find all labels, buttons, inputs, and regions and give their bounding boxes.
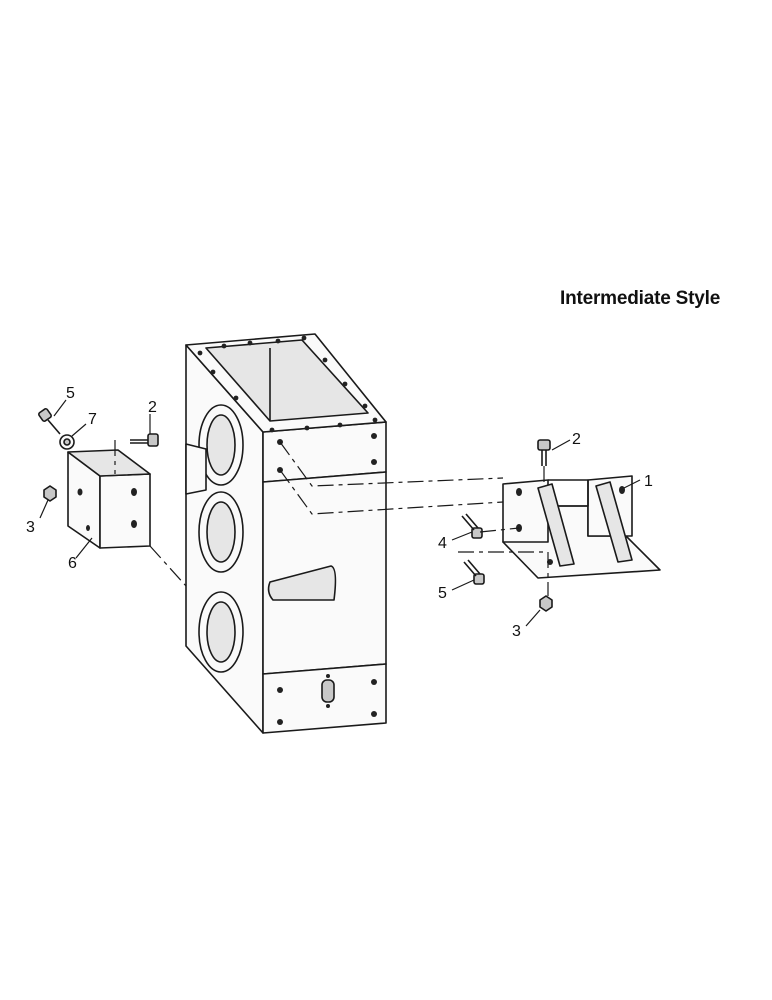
callout-right-bracket-1: 1 [644,473,653,490]
right-bolt-5 [463,559,485,585]
callout-right-bolt-2: 2 [572,431,581,448]
left-bracket-face [99,473,151,549]
callout-left-nut-3: 3 [26,519,35,536]
left-washer-7 [59,434,75,450]
left-bolt-2 [130,433,159,447]
callout-right-bolt-5: 5 [438,585,447,602]
diagram-title: Intermediate Style [560,288,721,309]
callout-left-bolt-5: 5 [66,385,75,402]
right-bolt-2 [537,439,551,466]
callout-left-bracket-6: 6 [68,555,77,572]
callout-left-bolt-2: 2 [148,399,157,416]
leader-lines [39,399,641,627]
right-bolt-4 [461,513,483,539]
right-nut-3 [539,595,553,612]
right-gusset-2 [595,481,633,563]
callout-right-bolt-4: 4 [438,535,447,552]
right-gusset-1 [537,483,575,567]
left-nut-3 [43,485,57,502]
right-bracket-upright [502,479,549,543]
callout-left-washer-7: 7 [88,411,97,428]
left-bolt-5 [38,408,61,435]
right-bracket-assembly [279,439,661,612]
callout-right-nut-3: 3 [512,623,521,640]
housing [185,333,387,734]
left-bracket-assembly [38,408,187,587]
